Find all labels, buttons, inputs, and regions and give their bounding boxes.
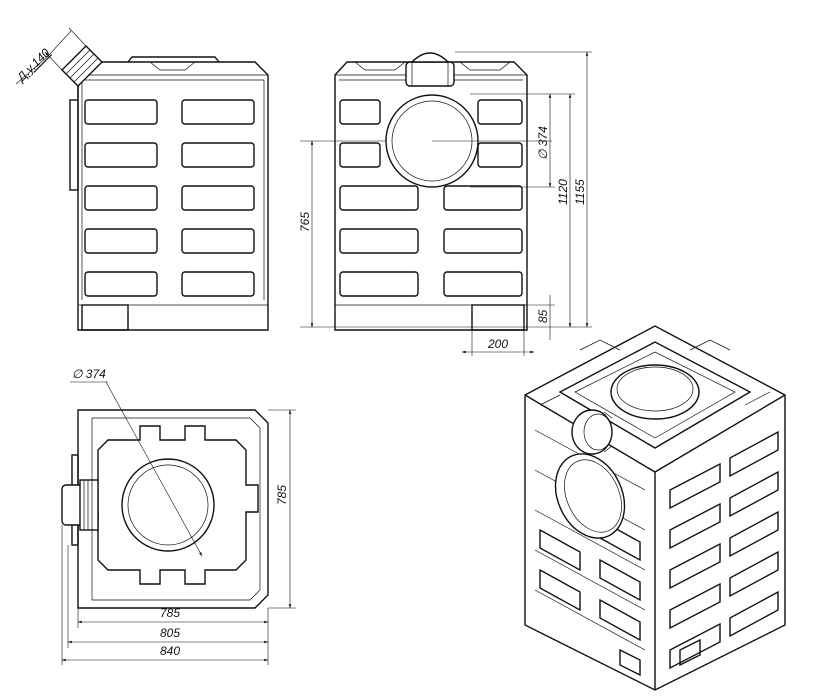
dim-height-side-hatch: 765: [298, 212, 312, 232]
plan-view-dimensions: 785 785 805 840: [61, 409, 296, 665]
dim-base-offset: 200: [487, 337, 508, 351]
isometric-view: [524, 325, 786, 691]
plan-view-nozzle: [61, 454, 99, 546]
dim-height-total: 1155: [573, 179, 587, 205]
iso-right-ribs: [669, 430, 779, 670]
iso-top-hatch: [610, 364, 700, 420]
side-view: Д.у.140: [13, 27, 269, 331]
dim-plan-width-inner: 785: [160, 606, 180, 620]
iso-nozzle: [571, 409, 613, 455]
side-view-ribs: [84, 99, 255, 297]
nozzle-label: Д.у.140: [13, 45, 53, 85]
dim-height-hatch-center: 1120: [556, 179, 570, 205]
plan-hatch-diameter: ∅ 374: [72, 367, 106, 381]
front-view-dimensions: 1155 1120 ∅ 374 765 85 200: [298, 51, 592, 356]
front-view-ribs: [339, 99, 523, 297]
dim-front-hatch-diameter: ∅ 374: [536, 126, 550, 160]
plan-view: ∅ 374: [61, 367, 269, 609]
dim-plan-width-total: 840: [160, 644, 180, 658]
plan-view-hatch: [121, 458, 215, 552]
dim-plan-width-mid: 805: [160, 626, 180, 640]
dim-plan-depth: 785: [275, 485, 289, 505]
front-view: [334, 52, 552, 331]
iso-side-hatch: [554, 453, 626, 539]
front-view-top-nozzle: [405, 52, 455, 87]
dim-base-height: 85: [536, 309, 550, 323]
side-view-nozzle: [61, 45, 103, 98]
